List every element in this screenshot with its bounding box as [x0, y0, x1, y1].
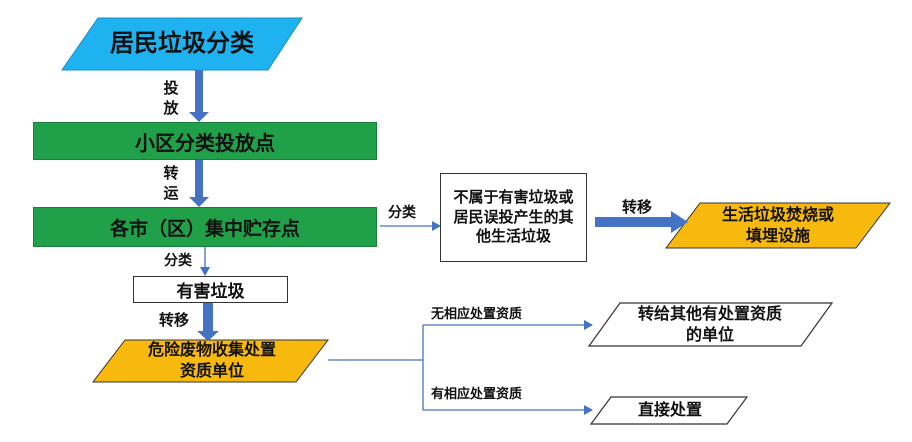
- other-waste-box: 不属于有害垃圾或居民误投产生的其他生活垃圾: [440, 173, 587, 262]
- hazardous-waste-box: 有害垃圾: [133, 276, 288, 303]
- drop-label: 投放: [163, 78, 183, 119]
- transport-label-text: 转运: [163, 164, 179, 203]
- drop-arrow: [189, 70, 209, 122]
- has-qualification-label: 有相应处置资质: [431, 387, 523, 402]
- direct-disposal-label: 直接处置: [637, 400, 702, 420]
- transfer-right-arrow: [595, 211, 688, 233]
- incineration-landfill-text: 生活垃圾焚烧或填埋设施: [722, 204, 835, 245]
- hazardous-collection-unit-shape: [91, 339, 330, 383]
- other-waste-text: 不属于有害垃圾或居民误投产生的其他生活垃圾: [453, 188, 574, 246]
- transfer-other-unit-label: 转给其他有处置资质的单位: [610, 303, 810, 346]
- transfer-other-unit-text: 转给其他有处置资质的单位: [637, 303, 782, 344]
- residential-sorting-shape: [61, 17, 303, 71]
- incineration-landfill-label: 生活垃圾焚烧或填埋设施: [690, 203, 866, 248]
- community-drop-point-box: 小区分类投放点: [33, 122, 377, 160]
- transfer-other-unit-shape: [587, 302, 834, 347]
- transport-label: 转运: [163, 163, 183, 204]
- drop-label-text: 投放: [163, 79, 179, 118]
- sort-right-label: 分类: [388, 205, 416, 221]
- residential-sorting-label: 居民垃圾分类: [110, 29, 254, 58]
- city-storage-point-box: 各市（区）集中贮存点: [33, 207, 377, 247]
- transfer-right-label: 转移: [622, 198, 653, 216]
- incineration-landfill-shape: [664, 202, 892, 249]
- hazardous-collection-unit-text: 危险废物收集处置资质单位: [147, 340, 276, 380]
- direct-disposal-shape: [589, 396, 749, 425]
- sort-down-label: 分类: [164, 253, 192, 269]
- transfer-down-arrow: [197, 302, 219, 341]
- no-qualification-label: 无相应处置资质: [431, 307, 523, 322]
- transfer-down-label: 转移: [159, 311, 190, 329]
- transport-arrow: [189, 160, 209, 207]
- hazardous-collection-unit-label: 危险废物收集处置资质单位: [112, 340, 312, 382]
